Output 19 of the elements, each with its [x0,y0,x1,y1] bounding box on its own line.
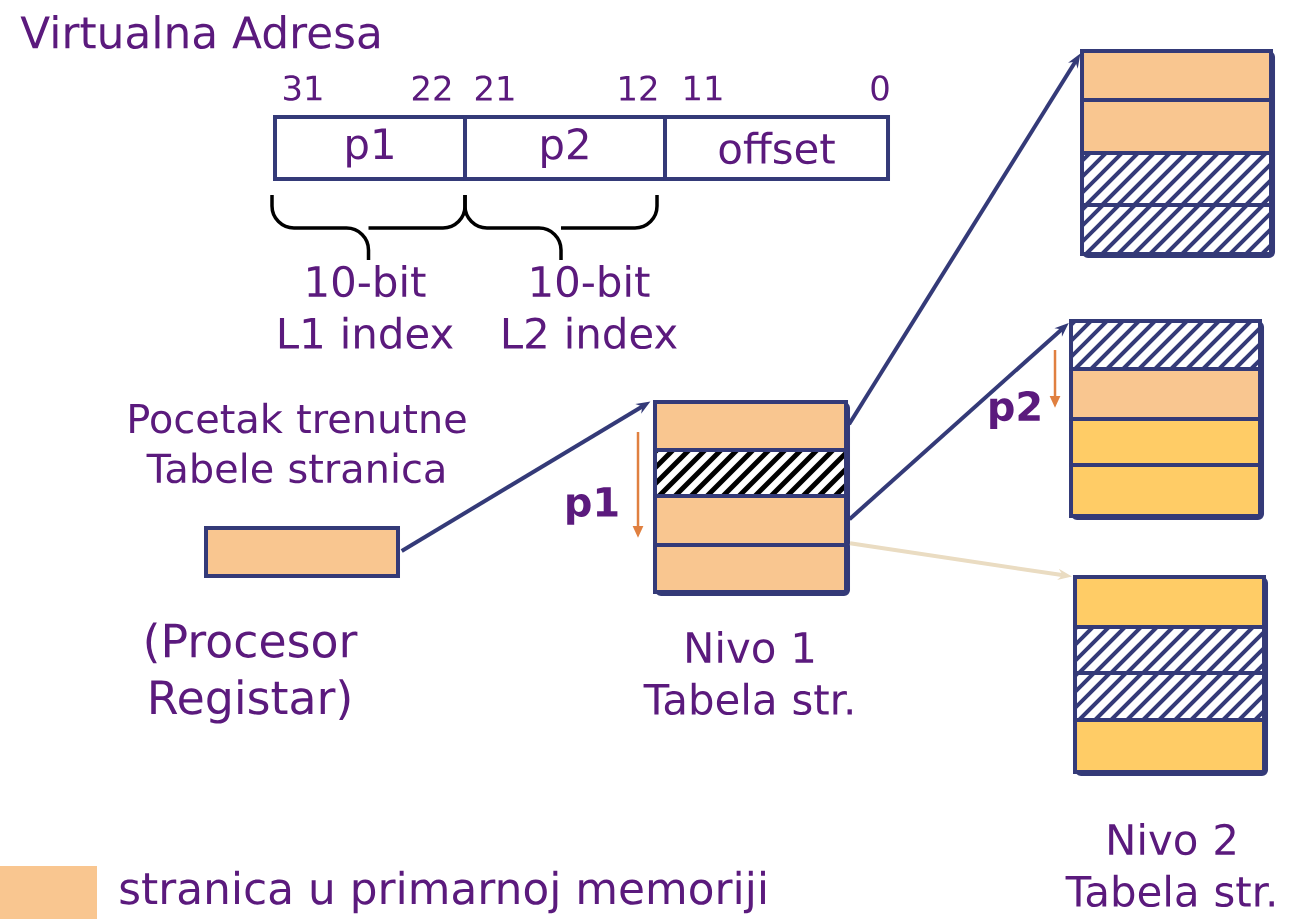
node-label: Nivo 1 Tabela str. [643,630,852,716]
node-label: (Procesor Registar) [146,622,358,724]
legend-text: stranica u primarnoj memoriji [120,870,765,914]
offset-label: p1 [567,487,618,525]
address-field: offset [663,115,890,181]
offset-label: p2 [990,391,1040,429]
node-label: Nivo 2 Tabela str. [1065,822,1274,908]
register-box [204,526,400,578]
table-entry [1080,203,1273,256]
address-field: p2 [463,115,667,181]
bit-number: 12 [620,75,657,101]
index-label: 10-bit L1 index [279,264,453,350]
bit-number: 22 [412,75,451,101]
index-label: 10-bit L2 index [503,264,677,350]
address-field: p1 [273,115,467,181]
bit-number: 11 [685,75,722,101]
title: Virtualna Adresa [20,15,379,49]
node-label: Pocetak trenutne Tabele stranica [130,402,466,484]
bit-number: 21 [475,75,514,101]
